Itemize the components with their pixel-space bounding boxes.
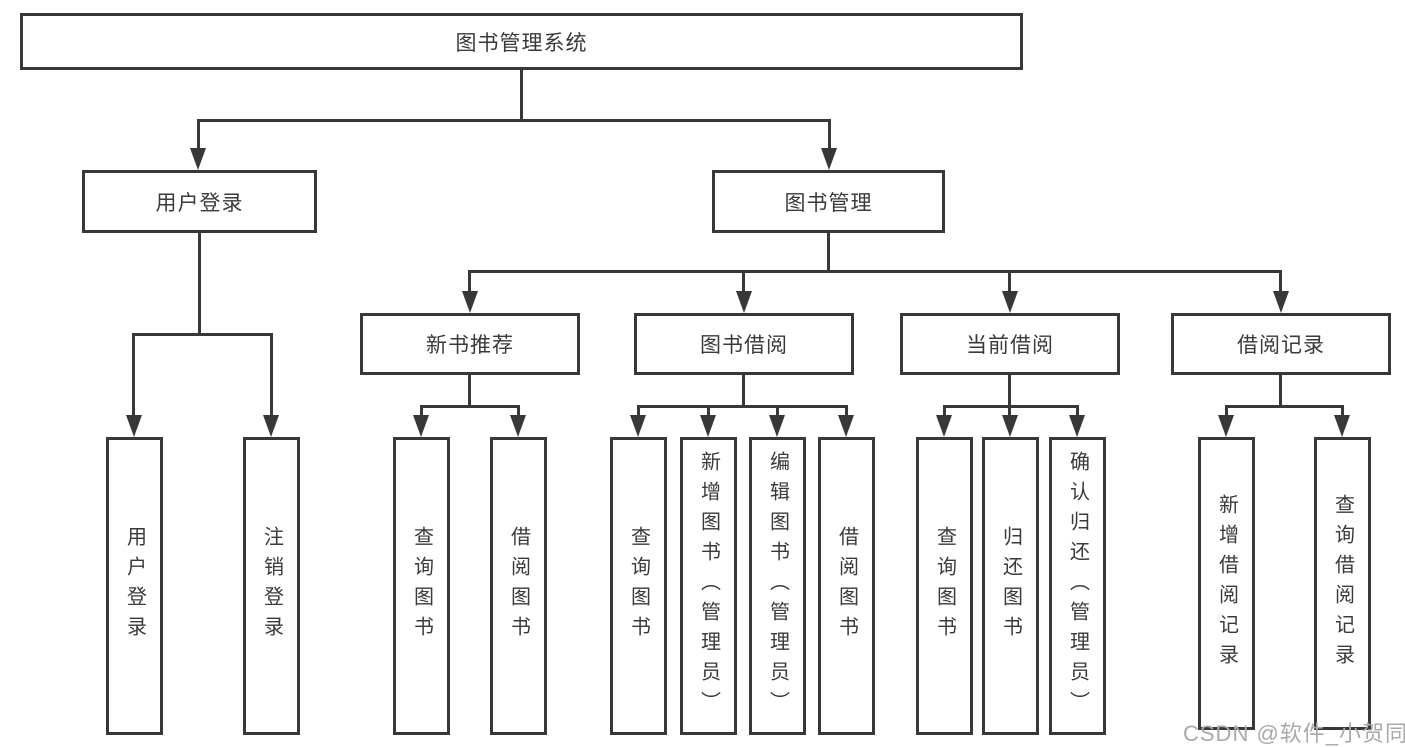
connector-line — [742, 373, 745, 408]
connector-line — [132, 333, 135, 417]
node-book-management-label: 图书管理 — [784, 191, 873, 215]
arrowhead-icon — [700, 415, 716, 437]
leaf-user-login: 用户登录 — [106, 437, 163, 735]
node-book-management: 图书管理 — [712, 170, 945, 233]
leaf-recommend-query-books: 查询图书 — [393, 437, 450, 735]
node-current-borrowing-label: 当前借阅 — [966, 334, 1054, 357]
leaf-borrowing-borrow-books: 借阅图书 — [818, 437, 875, 735]
arrowhead-icon — [263, 415, 279, 437]
arrowhead-icon — [462, 291, 478, 313]
node-new-book-recommend: 新书推荐 — [360, 313, 580, 375]
node-book-borrowing: 图书借阅 — [634, 313, 854, 375]
leaf-borrowing-borrow-books-label: 借阅图书 — [835, 526, 858, 646]
arrowhead-icon — [126, 415, 142, 437]
leaf-logout-label: 注销登录 — [260, 526, 283, 646]
connector-line — [1225, 405, 1228, 419]
connector-line — [1008, 373, 1011, 408]
connector-line — [468, 270, 1282, 273]
connector-line — [1279, 270, 1282, 293]
connector-line — [197, 119, 200, 151]
csdn-watermark: CSDN @软件_小贺同学 — [1183, 721, 1405, 746]
arrowhead-icon — [821, 148, 837, 170]
connector-line — [1076, 405, 1079, 419]
connector-line — [827, 231, 830, 272]
connector-line — [1008, 270, 1011, 293]
connector-line — [1225, 405, 1344, 408]
leaf-edit-books-admin-label: 编辑图书（管理员） — [766, 451, 789, 721]
connector-line — [1279, 373, 1282, 408]
connector-line — [468, 270, 471, 293]
connector-line — [517, 405, 520, 419]
connector-line — [420, 405, 520, 408]
leaf-edit-books-admin: 编辑图书（管理员） — [749, 437, 806, 735]
connector-line — [943, 405, 1079, 408]
arrowhead-icon — [936, 415, 952, 437]
arrowhead-icon — [1002, 291, 1018, 313]
node-book-borrowing-label: 图书借阅 — [700, 334, 788, 357]
arrowhead-icon — [1334, 415, 1350, 437]
arrowhead-icon — [1218, 415, 1234, 437]
arrowhead-icon — [1002, 415, 1018, 437]
arrowhead-icon — [838, 415, 854, 437]
node-borrowing-records-label: 借阅记录 — [1237, 334, 1325, 357]
leaf-add-books-admin: 新增图书（管理员） — [680, 437, 737, 735]
leaf-query-borrow-record: 查询借阅记录 — [1314, 437, 1371, 730]
leaf-borrowing-query-books: 查询图书 — [610, 437, 667, 735]
connector-line — [637, 405, 848, 408]
leaf-return-books-label: 归还图书 — [999, 526, 1022, 646]
arrowhead-icon — [190, 148, 206, 170]
connector-line — [845, 405, 848, 419]
leaf-add-borrow-record-label: 新增借阅记录 — [1215, 493, 1238, 674]
arrowhead-icon — [510, 415, 526, 437]
leaf-recommend-borrow-books: 借阅图书 — [490, 437, 547, 735]
arrowhead-icon — [1273, 291, 1289, 313]
connector-line — [742, 270, 745, 293]
connector-line — [707, 405, 710, 419]
connector-line — [132, 333, 273, 336]
arrowhead-icon — [769, 415, 785, 437]
connector-line — [197, 119, 831, 122]
connector-line — [637, 405, 640, 419]
leaf-add-books-admin-label: 新增图书（管理员） — [697, 451, 720, 721]
leaf-query-borrow-record-label: 查询借阅记录 — [1331, 493, 1354, 674]
connector-line — [943, 405, 946, 419]
leaf-add-borrow-record: 新增借阅记录 — [1198, 437, 1255, 730]
arrowhead-icon — [413, 415, 429, 437]
connector-line — [828, 119, 831, 151]
node-user-login: 用户登录 — [82, 170, 317, 233]
connector-line — [420, 405, 423, 419]
connector-line — [1008, 405, 1011, 419]
leaf-confirm-return-admin-label: 确认归还（管理员） — [1066, 451, 1089, 721]
connector-line — [776, 405, 779, 419]
leaf-current-query-books: 查询图书 — [916, 437, 973, 735]
node-root-label: 图书管理系统 — [455, 31, 588, 55]
node-new-book-recommend-label: 新书推荐 — [426, 334, 514, 357]
leaf-logout: 注销登录 — [243, 437, 300, 735]
node-root: 图书管理系统 — [20, 13, 1023, 70]
connector-line — [1341, 405, 1344, 419]
node-borrowing-records: 借阅记录 — [1171, 313, 1391, 375]
leaf-return-books: 归还图书 — [982, 437, 1039, 735]
arrowhead-icon — [630, 415, 646, 437]
node-user-login-label: 用户登录 — [155, 191, 244, 215]
leaf-recommend-borrow-books-label: 借阅图书 — [507, 526, 530, 646]
node-current-borrowing: 当前借阅 — [900, 313, 1120, 375]
leaf-current-query-books-label: 查询图书 — [933, 526, 956, 646]
leaf-user-login-label: 用户登录 — [123, 526, 146, 646]
leaf-recommend-query-books-label: 查询图书 — [410, 526, 433, 646]
arrowhead-icon — [1069, 415, 1085, 437]
connector-line — [270, 333, 273, 417]
leaf-borrowing-query-books-label: 查询图书 — [627, 526, 650, 646]
connector-line — [198, 231, 201, 336]
connector-line — [468, 373, 471, 408]
connector-line — [520, 68, 523, 122]
arrowhead-icon — [736, 291, 752, 313]
leaf-confirm-return-admin: 确认归还（管理员） — [1049, 437, 1106, 735]
